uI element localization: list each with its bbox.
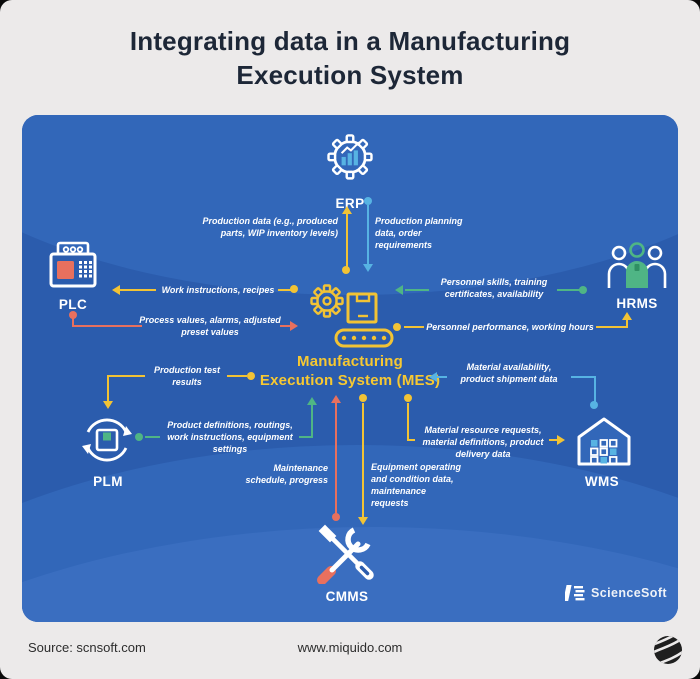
- flow-line: [107, 376, 109, 401]
- flow-line: [311, 405, 313, 438]
- sciencesoft-logo-text: ScienceSoft: [591, 586, 667, 600]
- flow-origin-dot: [359, 394, 367, 402]
- flow-origin-dot: [69, 311, 77, 319]
- flow-line: [626, 320, 628, 328]
- node-label-cmms: CMMS: [325, 589, 369, 604]
- flow-line: [145, 436, 160, 438]
- flow-origin-dot: [332, 513, 340, 521]
- flow-label: Equipment operating and condition data, …: [371, 462, 461, 509]
- mes-label-line1: Manufacturing: [297, 353, 403, 370]
- flow-origin-dot: [579, 286, 587, 294]
- flow-arrowhead: [307, 397, 317, 405]
- flow-line: [571, 376, 596, 378]
- mes-label-line2: Execution System (MES): [259, 371, 441, 389]
- flow-line: [596, 326, 628, 328]
- flow-origin-dot: [247, 372, 255, 380]
- node-label-plm: PLM: [93, 474, 123, 489]
- flow-arrowhead: [112, 285, 120, 295]
- flow-label: Process values, alarms, adjusted preset …: [139, 315, 281, 338]
- flow-line: [367, 205, 369, 264]
- flow-label: Product definitions, routings, work inst…: [167, 420, 293, 455]
- footer-website: www.miquido.com: [297, 640, 403, 655]
- node-label-hrms: HRMS: [616, 296, 658, 311]
- flow-arrowhead: [363, 264, 373, 272]
- flow-line: [227, 375, 247, 377]
- mes-icon: [310, 284, 394, 348]
- wms-icon: [577, 417, 631, 466]
- erp-icon: [327, 134, 373, 180]
- flow-origin-dot: [404, 394, 412, 402]
- node-label-plc: PLC: [58, 297, 88, 312]
- flow-arrowhead: [342, 206, 352, 214]
- flow-label: Material availability, product shipment …: [460, 362, 558, 385]
- flow-arrowhead: [395, 285, 403, 295]
- flow-arrowhead: [429, 372, 437, 382]
- flow-line: [346, 214, 348, 267]
- flow-line: [120, 289, 156, 291]
- flow-arrowhead: [557, 435, 565, 445]
- flow-line: [280, 325, 290, 327]
- flow-label: Material resource requests, material def…: [422, 425, 544, 460]
- plc-icon: [49, 241, 97, 288]
- flow-line: [72, 325, 142, 327]
- flow-line: [407, 403, 409, 440]
- flow-arrowhead: [103, 401, 113, 409]
- flow-line: [299, 436, 313, 438]
- flow-arrowhead: [622, 312, 632, 320]
- node-label-wms: WMS: [584, 474, 620, 489]
- flow-origin-dot: [290, 285, 298, 293]
- flow-arrowhead: [290, 321, 298, 331]
- flow-line: [405, 289, 429, 291]
- flow-line: [437, 376, 447, 378]
- cmms-icon: [317, 524, 374, 584]
- flow-origin-dot: [393, 323, 401, 331]
- flow-line: [72, 318, 74, 327]
- mes-label: Manufacturing Execution System (MES): [250, 353, 450, 391]
- flow-origin-dot: [135, 433, 143, 441]
- flow-arrowhead: [358, 517, 368, 525]
- flow-origin-dot: [590, 401, 598, 409]
- hrms-icon: [607, 242, 667, 288]
- sciencesoft-watermark: ScienceSoft: [565, 583, 667, 603]
- page-title: Integrating data in a Manufacturing Exec…: [129, 26, 571, 91]
- plm-icon: [82, 418, 132, 462]
- flow-line: [335, 403, 337, 515]
- flow-line: [362, 403, 364, 517]
- flow-origin-dot: [364, 197, 372, 205]
- flow-label: Work instructions, recipes: [161, 285, 275, 295]
- flow-line: [549, 439, 557, 441]
- flow-line: [278, 289, 292, 291]
- flow-label: Production test results: [153, 365, 220, 388]
- sciencesoft-logo-icon: [565, 585, 585, 601]
- flow-label: Personnel skills, training certificates,…: [440, 277, 548, 300]
- wave-shape: [22, 115, 678, 295]
- flow-arrowhead: [331, 395, 341, 403]
- flow-label: Personnel performance, working hours: [426, 322, 594, 332]
- flow-line: [107, 375, 145, 377]
- miquido-logo: [654, 636, 682, 664]
- diagram-panel: ERP Production data (e.g., produced part…: [22, 115, 678, 622]
- flow-line: [594, 377, 596, 404]
- flow-line: [407, 439, 415, 441]
- flow-origin-dot: [342, 266, 350, 274]
- footer-source: Source: scnsoft.com: [28, 640, 146, 655]
- flow-label: Maintenance schedule, progress: [245, 463, 328, 486]
- flow-line: [404, 326, 424, 328]
- flow-label: Production data (e.g., produced parts, W…: [202, 216, 338, 239]
- flow-label: Production planning data, order requirem…: [375, 216, 463, 251]
- flow-line: [557, 289, 581, 291]
